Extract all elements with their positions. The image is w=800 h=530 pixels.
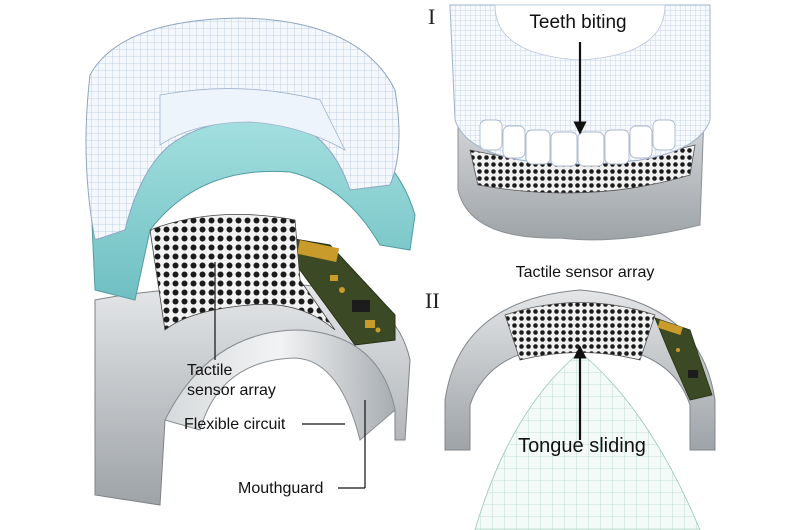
main-exploded-view: Tactile sensor array Flexible circuit Mo… [85,17,416,506]
panel-numeral-ii: II [425,288,440,313]
panel-ii-caption-bottom: Tongue sliding [518,435,646,457]
label-mouthguard: Mouthguard [238,480,323,497]
mouthguard-inner-wall [164,329,396,441]
upper-teeth-row [159,88,346,151]
label-flexible-circuit: Flexible circuit [184,416,286,433]
upper-teeth-mesh [85,17,400,241]
panel-i-caption: Teeth biting [529,12,626,33]
panel-tongue-sliding: II Tactile sensor array Tongue sliding [425,264,716,530]
panel-ii-caption-top: Tactile sensor array [516,264,655,281]
label-tactile-line1: Tactile [187,362,232,379]
label-tactile-line2: sensor array [187,382,276,399]
panel-numeral-i: I [428,4,435,29]
tactile-sensor-array-main [149,213,336,331]
panel-ii-circuit [654,317,713,401]
panel-teeth-biting: I Teeth biting [428,4,711,241]
panel-ii-sensor-patch [504,302,656,361]
flexible-circuit [287,237,396,346]
panel-i-teeth-row [479,119,676,167]
